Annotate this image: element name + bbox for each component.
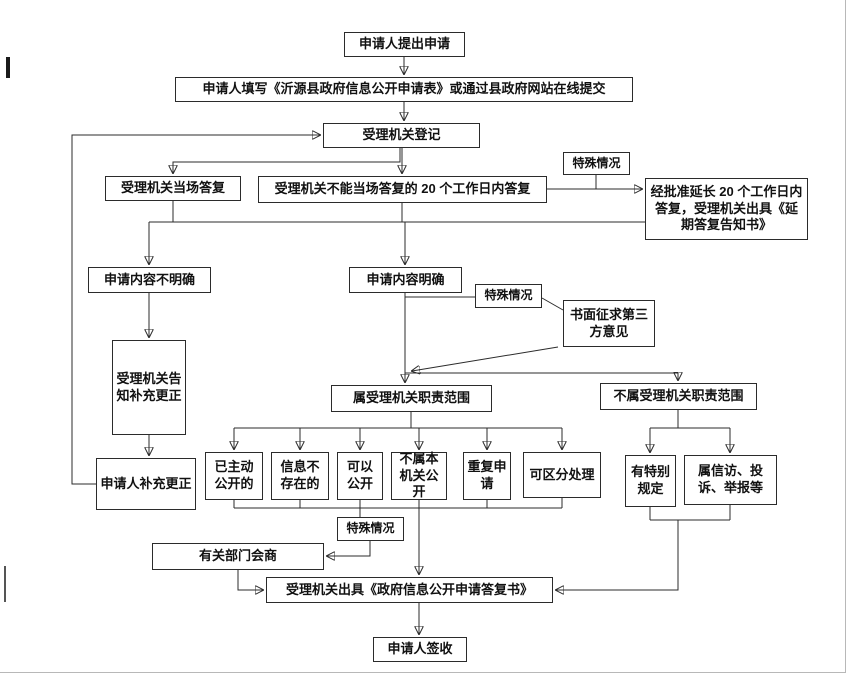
arrow-line	[237, 570, 263, 590]
node-content-clear: 申请内容明确	[349, 267, 462, 293]
arrow-line	[173, 148, 401, 173]
node-repeat-application: 重复申请	[463, 452, 511, 500]
arrow-line	[556, 520, 679, 590]
node-department-consultation: 有关部门会商	[152, 543, 324, 570]
node-can-disclose: 可以公开	[337, 452, 383, 500]
node-not-this-authority: 不属本机关公开	[391, 451, 447, 500]
node-reply-document: 受理机关出具《政府信息公开申请答复书》	[266, 577, 553, 603]
connector-line	[649, 505, 731, 521]
connector-line	[650, 410, 730, 429]
page-edge-bottom	[0, 672, 846, 673]
node-special-case-top: 特殊情况	[563, 152, 630, 175]
node-already-public: 已主动公开的	[205, 452, 263, 500]
node-register: 受理机关登记	[323, 123, 480, 148]
node-special-case-bottom: 特殊情况	[337, 517, 404, 541]
node-content-unclear: 申请内容不明确	[88, 267, 211, 293]
node-notify-supplement: 受理机关告知补充更正	[112, 340, 186, 435]
scan-artifact-bottom-left	[4, 566, 6, 602]
node-info-not-exist: 信息不存在的	[271, 452, 329, 500]
scan-artifact-top-left	[6, 57, 10, 78]
connector-line	[149, 201, 645, 223]
node-sign-receipt: 申请人签收	[373, 637, 467, 662]
node-extended-reply: 经批准延长 20 个工作日内答复，受理机关出具《延期答复告知书》	[645, 178, 808, 240]
node-third-party-opinion: 书面征求第三方意见	[563, 300, 655, 347]
node-reply-within-20-days: 受理机关不能当场答复的 20 个工作日内答复	[258, 176, 547, 203]
node-applicant-supplement: 申请人补充更正	[96, 458, 196, 510]
page-edge-right	[845, 0, 846, 672]
node-special-provisions: 有特别规定	[625, 455, 676, 507]
node-out-of-scope: 不属受理机关职责范围	[600, 383, 757, 410]
arrow-line	[327, 541, 371, 556]
node-petition-complaint: 属信访、投诉、举报等	[684, 455, 777, 505]
node-onsite-reply: 受理机关当场答复	[105, 176, 241, 201]
node-special-case-mid: 特殊情况	[475, 284, 542, 308]
node-in-scope: 属受理机关职责范围	[331, 385, 492, 412]
node-fill-form: 申请人填写《沂源县政府信息公开申请表》或通过县政府网站在线提交	[175, 77, 633, 102]
node-submit-application: 申请人提出申请	[344, 32, 465, 57]
node-separable-handling: 可区分处理	[523, 452, 601, 498]
arrow-line	[412, 346, 559, 371]
connector-line	[234, 412, 562, 429]
